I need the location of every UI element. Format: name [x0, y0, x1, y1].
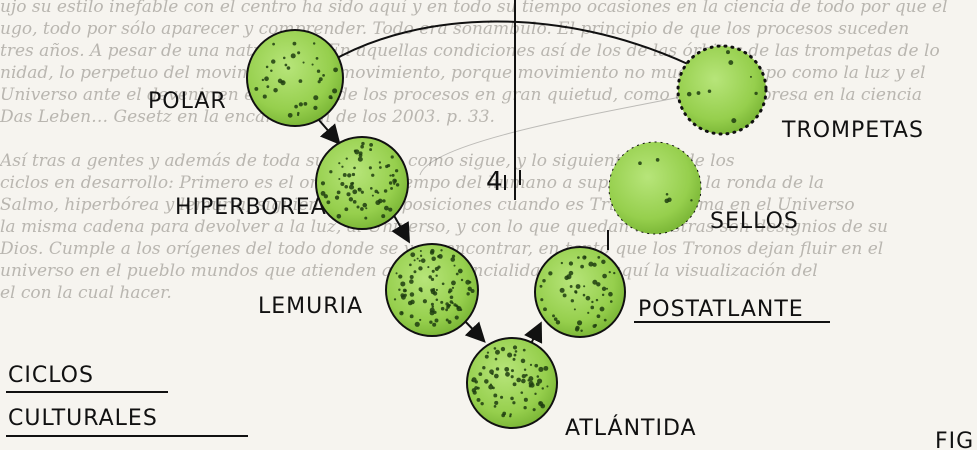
label-hiperborea: HIPERBOREA — [175, 195, 327, 220]
label-atlantida: ATLÁNTIDA — [565, 415, 697, 441]
sphere-atlantida — [467, 338, 557, 428]
sphere-polar — [247, 30, 343, 126]
title-line-2: CULTURALES — [8, 406, 158, 431]
axis-tick — [505, 170, 520, 190]
arc-top — [330, 21, 690, 65]
sphere-lemuria — [386, 244, 478, 336]
corner-text: FIG — [935, 429, 974, 450]
title-line-1: CICLOS — [8, 363, 94, 388]
label-postatlante: POSTATLANTE — [638, 297, 804, 322]
axis-mark: 4 — [486, 167, 503, 197]
label-sellos: SELLOS — [710, 209, 799, 234]
label-trompetas: TROMPETAS — [781, 118, 924, 143]
sphere-trompetas — [678, 46, 766, 134]
label-lemuria: LEMURIA — [258, 294, 363, 319]
sphere-hiperborea — [316, 137, 408, 229]
sphere-postatlante — [535, 247, 625, 337]
sphere-sellos — [609, 142, 701, 234]
label-polar: POLAR — [148, 89, 227, 114]
